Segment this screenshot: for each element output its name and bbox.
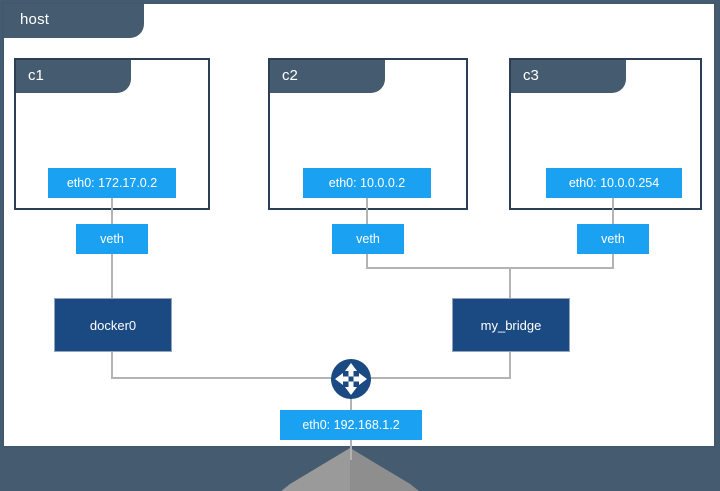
veth-c2[interactable]: veth: [332, 224, 404, 254]
container-c3-tab[interactable]: c3: [511, 60, 626, 93]
router-circle: [331, 359, 371, 399]
veth-c1[interactable]: veth: [76, 224, 148, 254]
mountain-shade: [350, 448, 419, 491]
container-c2[interactable]: c2: [268, 58, 468, 210]
decorative-mountain: [0, 448, 720, 491]
host-tab-label: host: [20, 11, 50, 28]
container-c3-label: c3: [523, 67, 539, 84]
container-c2-tab[interactable]: c2: [270, 60, 385, 93]
container-c1-tab[interactable]: c1: [16, 60, 131, 93]
four-way-arrows-icon: [335, 363, 367, 395]
bridge-my-bridge[interactable]: my_bridge: [452, 298, 570, 352]
container-c1-label: c1: [28, 67, 44, 84]
bridge-docker0[interactable]: docker0: [54, 298, 172, 352]
interface-c3-eth0[interactable]: eth0: 10.0.0.254: [546, 168, 682, 198]
interface-c1-eth0[interactable]: eth0: 172.17.0.2: [48, 168, 176, 198]
interface-c2-eth0[interactable]: eth0: 10.0.0.2: [303, 168, 431, 198]
veth-c3[interactable]: veth: [577, 224, 649, 254]
interface-host-eth0[interactable]: eth0: 192.168.1.2: [280, 410, 422, 440]
container-c2-label: c2: [282, 67, 298, 84]
router-node[interactable]: [330, 358, 372, 400]
host-tab[interactable]: host: [4, 4, 144, 38]
